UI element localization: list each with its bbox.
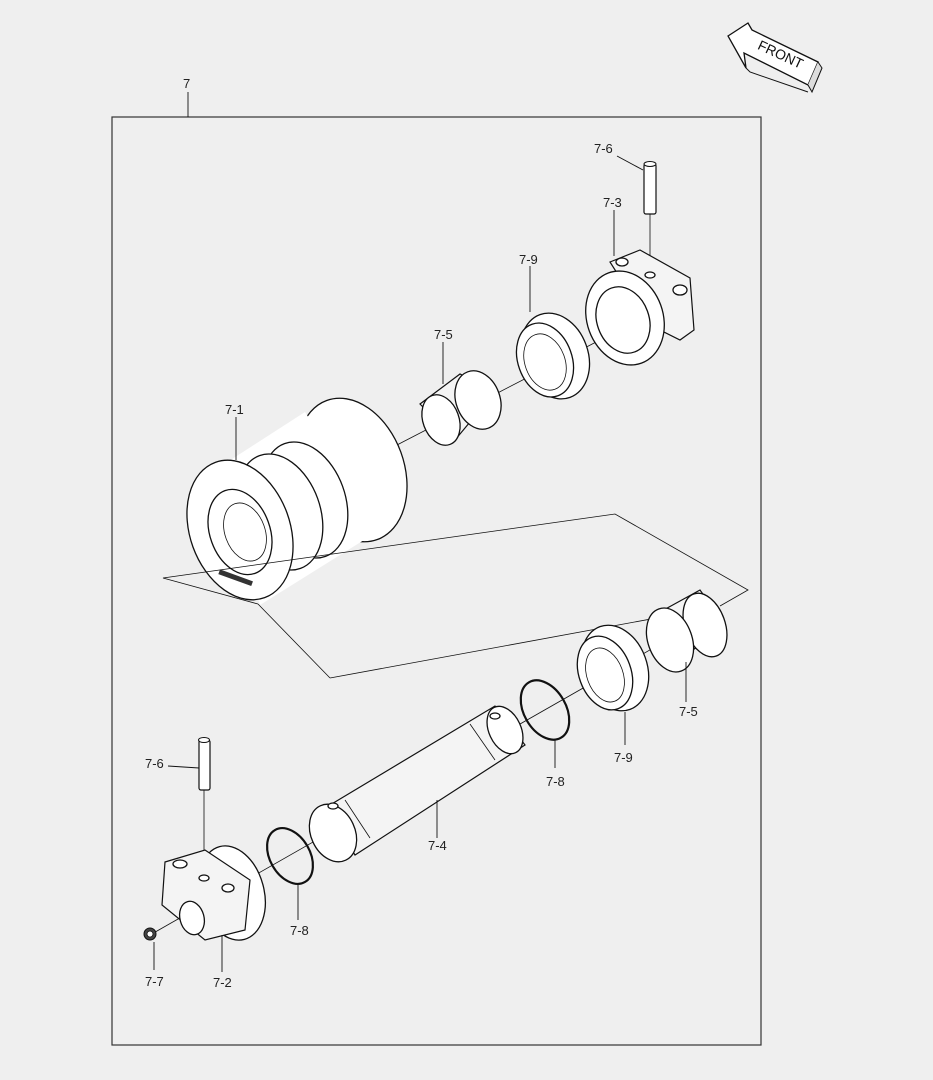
track-roller: [186, 397, 408, 605]
shaft: [308, 705, 526, 863]
label-7-5-lower: 7-5: [679, 704, 698, 719]
label-7-1: 7-1: [225, 402, 244, 417]
o-ring-left: [265, 827, 315, 885]
pin-upper: [643, 161, 657, 275]
label-7-8-right: 7-8: [546, 774, 565, 789]
o-ring-right: [519, 679, 571, 741]
label-7-3: 7-3: [603, 195, 622, 210]
label-7-4: 7-4: [428, 838, 447, 853]
label-7-9-upper: 7-9: [519, 252, 538, 267]
seal-lower: [576, 624, 650, 712]
assembly-frame: [111, 116, 762, 1046]
collar-lower: [161, 845, 266, 941]
label-7-5-upper: 7-5: [434, 327, 453, 342]
bushing-upper: [419, 370, 502, 446]
label-7-6-lower: 7-6: [145, 756, 164, 771]
set-screw: [143, 927, 157, 941]
seal-upper: [515, 312, 591, 400]
label-7-7: 7-7: [145, 974, 164, 989]
front-arrow-icon: FRONT: [727, 22, 823, 94]
label-7-2: 7-2: [213, 975, 232, 990]
assembly-label: 7: [183, 76, 190, 91]
label-7-6-upper: 7-6: [594, 141, 613, 156]
label-7-9-lower: 7-9: [614, 750, 633, 765]
collar-upper: [585, 249, 695, 366]
alignment-plane: [162, 513, 749, 607]
label-7-8-left: 7-8: [290, 923, 309, 938]
bushing-lower: [645, 589, 728, 673]
